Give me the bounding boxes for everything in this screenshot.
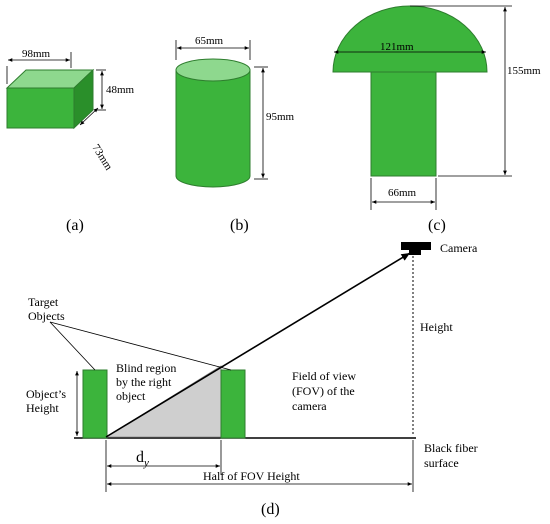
panel-c: 121mm 155mm 66mm (c) bbox=[332, 5, 541, 234]
camera-label: Camera bbox=[440, 241, 478, 255]
total-height-dimension: 155mm bbox=[410, 5, 541, 177]
height-label: 48mm bbox=[106, 84, 135, 96]
caption-a: (a) bbox=[66, 217, 84, 234]
panel-a: 98mm 48mm 73mm (a) bbox=[5, 48, 135, 234]
diameter-label: 65mm bbox=[195, 35, 224, 47]
cap-width-label: 121mm bbox=[380, 41, 414, 53]
height-dimension: 48mm bbox=[96, 69, 135, 111]
camera-icon bbox=[401, 242, 431, 255]
cap-width-dimension: 121mm bbox=[334, 41, 486, 54]
box-object bbox=[5, 68, 95, 130]
total-height-label: 155mm bbox=[507, 65, 541, 77]
width-label: 98mm bbox=[22, 48, 51, 60]
cylinder-height-dimension: 95mm bbox=[254, 66, 295, 180]
stem-width-dimension: 66mm bbox=[370, 178, 437, 210]
depth-label: 73mm bbox=[89, 142, 114, 173]
pointer-right-object bbox=[49, 321, 232, 371]
height-label-d: Height bbox=[420, 320, 453, 334]
dy-label: dy bbox=[136, 449, 149, 469]
right-object bbox=[220, 369, 246, 439]
pointer-left-object bbox=[49, 321, 96, 371]
width-dimension: 98mm bbox=[6, 48, 72, 84]
caption-c: (c) bbox=[428, 217, 446, 234]
half-fov-label: Half of FOV Height bbox=[203, 469, 300, 483]
stem-width-label: 66mm bbox=[388, 187, 417, 199]
caption-d: (d) bbox=[261, 501, 280, 518]
left-object bbox=[82, 369, 108, 439]
mushroom-object bbox=[332, 5, 488, 177]
line-of-sight bbox=[105, 252, 411, 438]
diameter-dimension: 65mm bbox=[175, 35, 251, 60]
cylinder-object bbox=[175, 58, 251, 188]
caption-b: (b) bbox=[230, 217, 249, 234]
cylinder-height-label: 95mm bbox=[266, 111, 295, 123]
panel-b: 65mm 95mm (b) bbox=[175, 35, 295, 234]
